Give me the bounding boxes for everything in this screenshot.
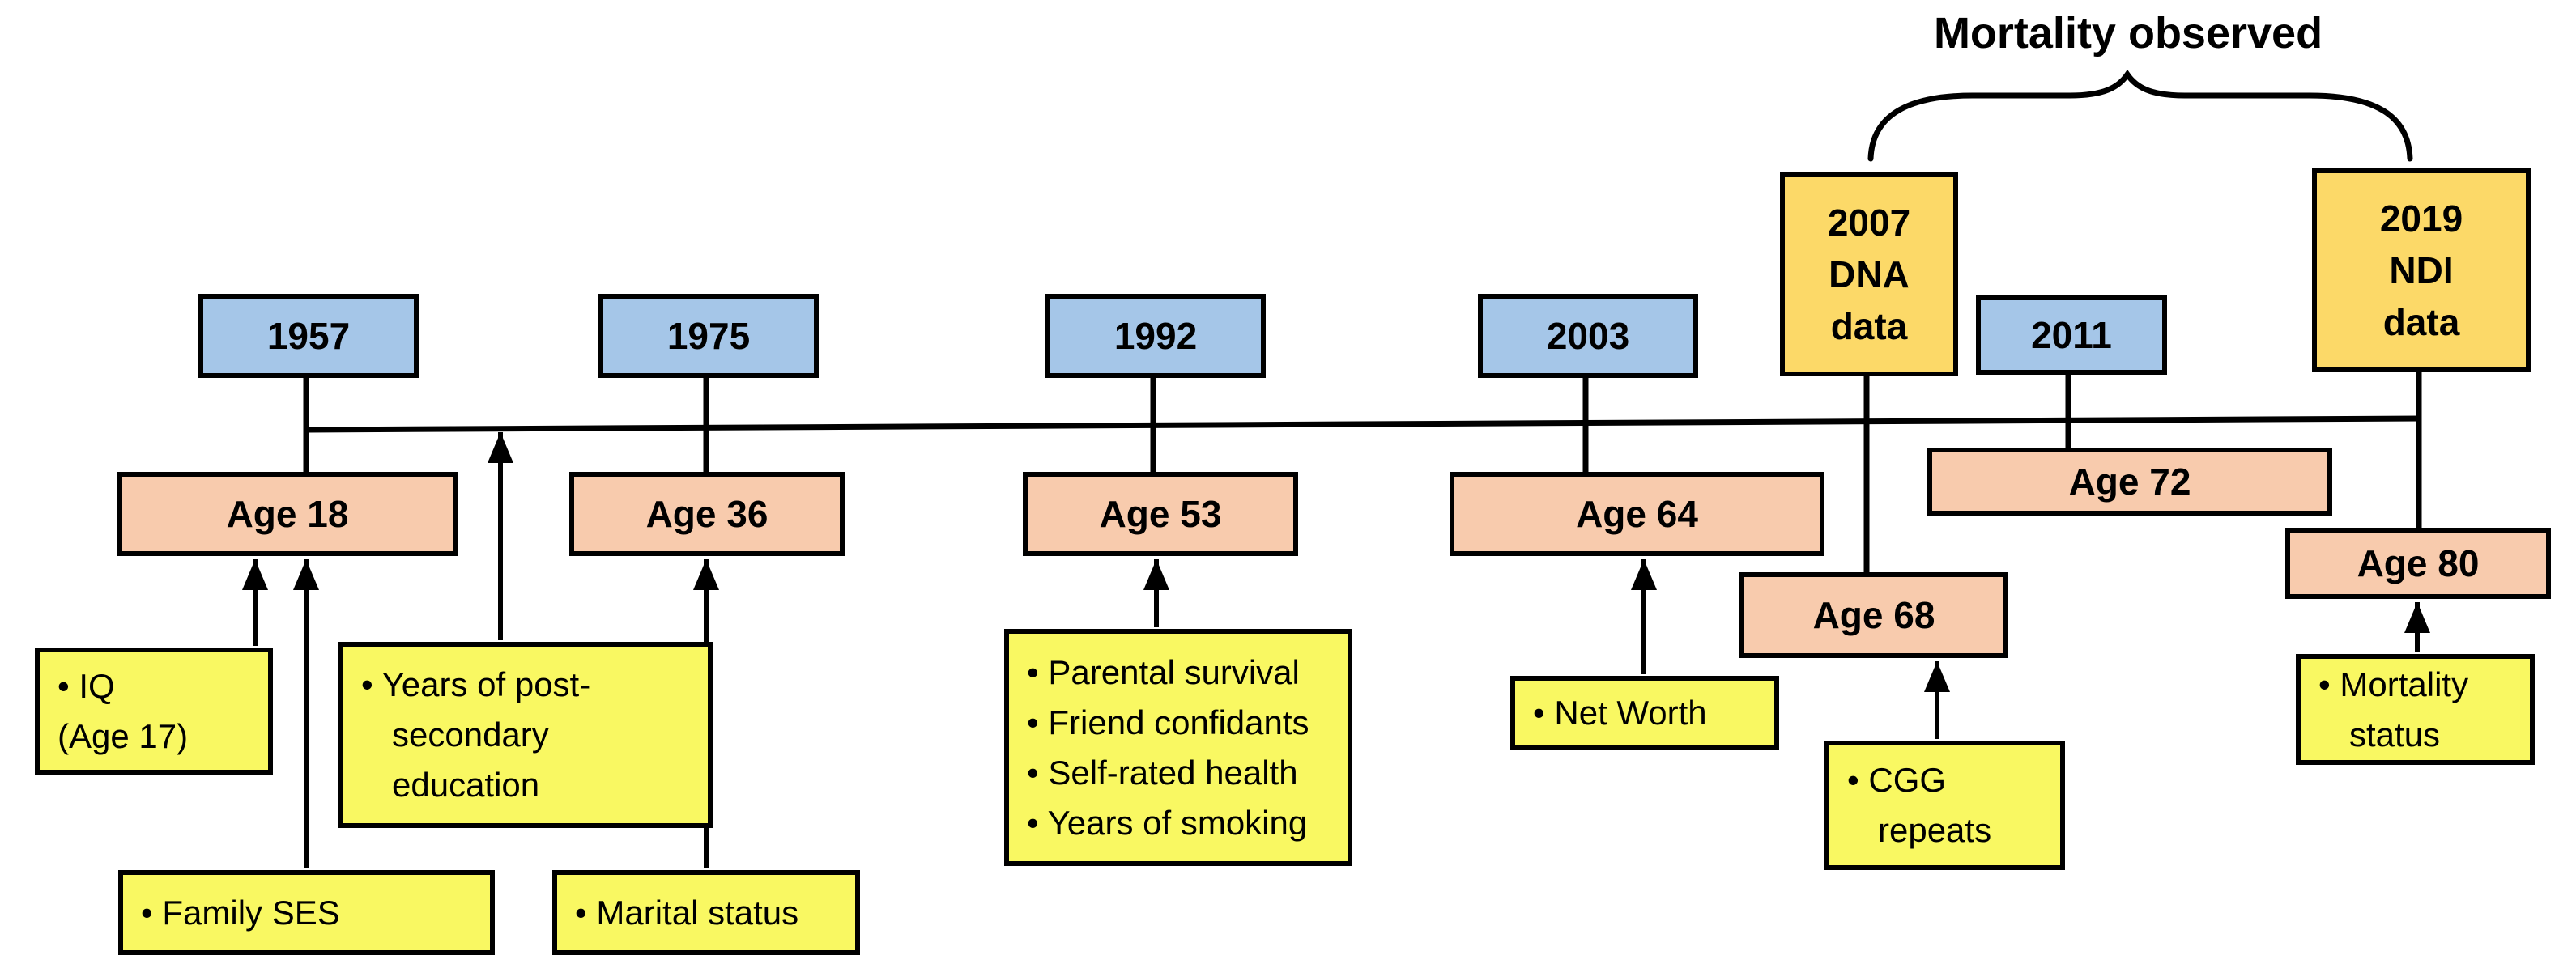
age-box-53: Age 53 xyxy=(1023,472,1298,556)
age-label: Age 18 xyxy=(226,493,349,535)
measure-line: • Marital status xyxy=(575,893,799,932)
measure-line: • Self-rated health xyxy=(1027,753,1298,792)
measure-box-cgg-repeats: • CGG repeats xyxy=(1824,741,2065,870)
year-label: 2011 xyxy=(2031,314,2112,356)
measure-line: secondary xyxy=(392,716,549,754)
measure-box-net-worth: • Net Worth xyxy=(1510,676,1779,750)
data-box-line: 2019 xyxy=(2379,197,2463,240)
measure-box-family-ses: • Family SES xyxy=(118,870,495,955)
year-label: 1975 xyxy=(666,315,751,357)
measure-box-age53-measures: • Parental survival • Friend confidants … xyxy=(1004,629,1352,866)
age-box-80: Age 80 xyxy=(2285,528,2551,599)
measure-line: • Friend confidants xyxy=(1027,703,1309,741)
age-label: Age 53 xyxy=(1099,493,1222,535)
data-box-line: NDI xyxy=(2389,249,2454,291)
year-box-1975: 1975 xyxy=(598,294,819,378)
age-label: Age 68 xyxy=(1812,594,1935,636)
age-label: Age 64 xyxy=(1576,493,1698,535)
year-label: 1957 xyxy=(266,315,351,357)
age-label: Age 36 xyxy=(645,493,769,535)
measure-line: (Age 17) xyxy=(57,716,189,755)
year-box-2011: 2011 xyxy=(1976,295,2167,375)
measure-box-marital-status: • Marital status xyxy=(552,870,860,955)
age-box-68: Age 68 xyxy=(1739,572,2008,658)
age-box-18: Age 18 xyxy=(117,472,458,556)
age-label: Age 72 xyxy=(2068,461,2191,503)
data-box-line: DNA xyxy=(1829,253,1910,295)
data-box-line: data xyxy=(2382,301,2460,343)
data-box-2019-ndi: 2019 NDI data xyxy=(2312,168,2531,372)
age-box-72: Age 72 xyxy=(1927,448,2332,516)
measure-line: status xyxy=(2349,715,2441,754)
measure-line: education xyxy=(392,766,540,804)
measure-line: • Family SES xyxy=(141,893,340,932)
measure-line: • Parental survival xyxy=(1027,652,1300,691)
year-box-2003: 2003 xyxy=(1478,294,1698,378)
measure-box-postsecondary-education: • Years of post- secondary education xyxy=(338,642,713,828)
age-box-36: Age 36 xyxy=(569,472,845,556)
year-box-1992: 1992 xyxy=(1045,294,1266,378)
measure-box-iq: • IQ (Age 17) xyxy=(35,648,273,775)
measure-box-mortality-status: • Mortality status xyxy=(2296,654,2535,765)
year-label: 1992 xyxy=(1113,315,1198,357)
year-box-1957: 1957 xyxy=(198,294,419,378)
diagram-title: Mortality observed xyxy=(1933,9,2323,57)
year-label: 2003 xyxy=(1546,315,1630,357)
measure-line: • CGG xyxy=(1847,761,1947,799)
timeline-line xyxy=(303,415,2422,433)
data-box-line: data xyxy=(1830,305,1908,347)
mortality-brace xyxy=(1867,69,2413,162)
measure-line: • Mortality xyxy=(2318,665,2469,703)
measure-line: • Net Worth xyxy=(1533,694,1707,732)
measure-line: • Years of post- xyxy=(361,665,591,703)
measure-line: • Years of smoking xyxy=(1027,803,1308,842)
data-box-2007-dna: 2007 DNA data xyxy=(1780,172,1958,376)
measure-line: • IQ xyxy=(57,666,115,705)
age-label: Age 80 xyxy=(2357,542,2480,584)
data-box-line: 2007 xyxy=(1827,202,1911,244)
measure-line: repeats xyxy=(1878,811,1992,849)
age-box-64: Age 64 xyxy=(1450,472,1824,556)
